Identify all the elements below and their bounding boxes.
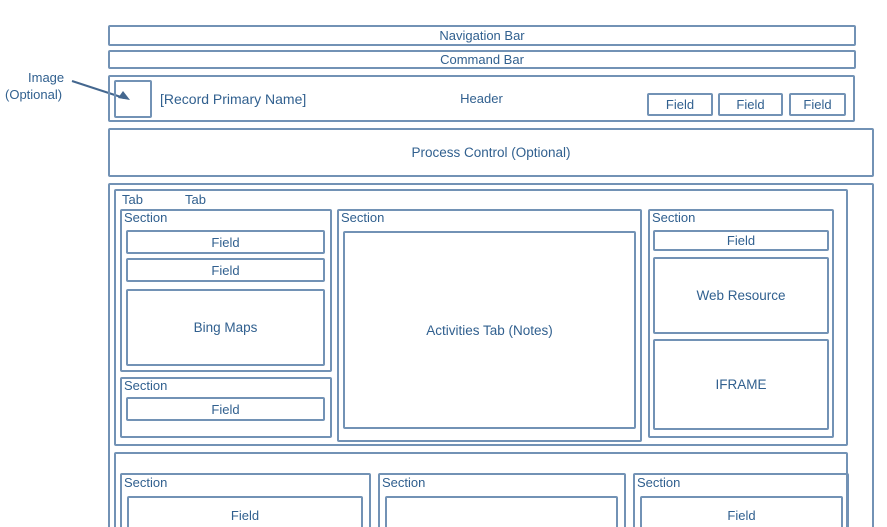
bing-maps-label: Bing Maps	[193, 320, 258, 335]
section-left-top-field-2: Field	[126, 258, 325, 282]
tab-label-1: Tab	[122, 192, 143, 207]
header-field-3-label: Field	[803, 97, 832, 112]
bottom-section-1-field: Field	[127, 496, 363, 527]
header-container	[108, 75, 855, 122]
header-field-1: Field	[647, 93, 713, 116]
section-right-field-label: Field	[726, 233, 756, 248]
form-body-wrapper	[108, 183, 874, 527]
section-left-top-label: Section	[124, 210, 168, 225]
web-resource-label: Web Resource	[696, 288, 786, 303]
bing-maps-box: Bing Maps	[126, 289, 325, 366]
bottom-section-1-label: Section	[124, 475, 168, 490]
web-resource-box: Web Resource	[653, 257, 829, 334]
bottom-section-3	[633, 473, 849, 527]
section-left-top-field-2-label: Field	[211, 262, 240, 278]
navigation-bar: Navigation Bar	[108, 25, 856, 46]
iframe-label: IFRAME	[715, 377, 767, 392]
bottom-section-2	[378, 473, 626, 527]
bottom-section-3-label: Section	[637, 475, 681, 490]
tab-label-2: Tab	[185, 192, 206, 207]
bottom-section-3-field: Field	[640, 496, 843, 527]
image-optional-label-line2: (Optional)	[5, 87, 63, 102]
header-field-2-label: Field	[736, 97, 765, 112]
section-right-field: Field	[653, 230, 829, 251]
process-control-bar: Process Control (Optional)	[108, 128, 874, 177]
section-left-bottom-field-label: Field	[211, 401, 240, 417]
header-field-1-label: Field	[665, 97, 695, 112]
activities-notes-box: Activities Tab (Notes)	[343, 231, 636, 429]
section-right-label: Section	[652, 210, 696, 225]
tab-container-top	[114, 189, 848, 446]
command-bar: Command Bar	[108, 50, 856, 69]
image-optional-label-line1: Image	[28, 70, 65, 85]
section-left-bottom-field: Field	[126, 397, 325, 421]
section-left-top-field-1-label: Field	[211, 234, 240, 250]
header-field-3: Field	[789, 93, 846, 116]
bottom-section-1	[120, 473, 371, 527]
image-placeholder-box	[114, 80, 152, 118]
iframe-box: IFRAME	[653, 339, 829, 430]
bottom-section-2-field	[385, 496, 618, 527]
command-bar-label: Command Bar	[440, 52, 524, 67]
navigation-bar-label: Navigation Bar	[439, 28, 525, 43]
process-control-label: Process Control (Optional)	[411, 145, 571, 160]
section-left-top	[120, 209, 332, 372]
section-left-bottom-label: Section	[124, 378, 168, 393]
bottom-section-2-label: Section	[382, 475, 426, 490]
activities-notes-label: Activities Tab (Notes)	[426, 322, 553, 338]
section-left-top-field-1: Field	[126, 230, 325, 254]
record-primary-name: [Record Primary Name]	[160, 90, 307, 107]
section-middle	[337, 209, 642, 442]
section-middle-label: Section	[341, 210, 385, 225]
section-left-bottom	[120, 377, 332, 438]
section-right	[648, 209, 834, 438]
header-field-2: Field	[718, 93, 783, 116]
